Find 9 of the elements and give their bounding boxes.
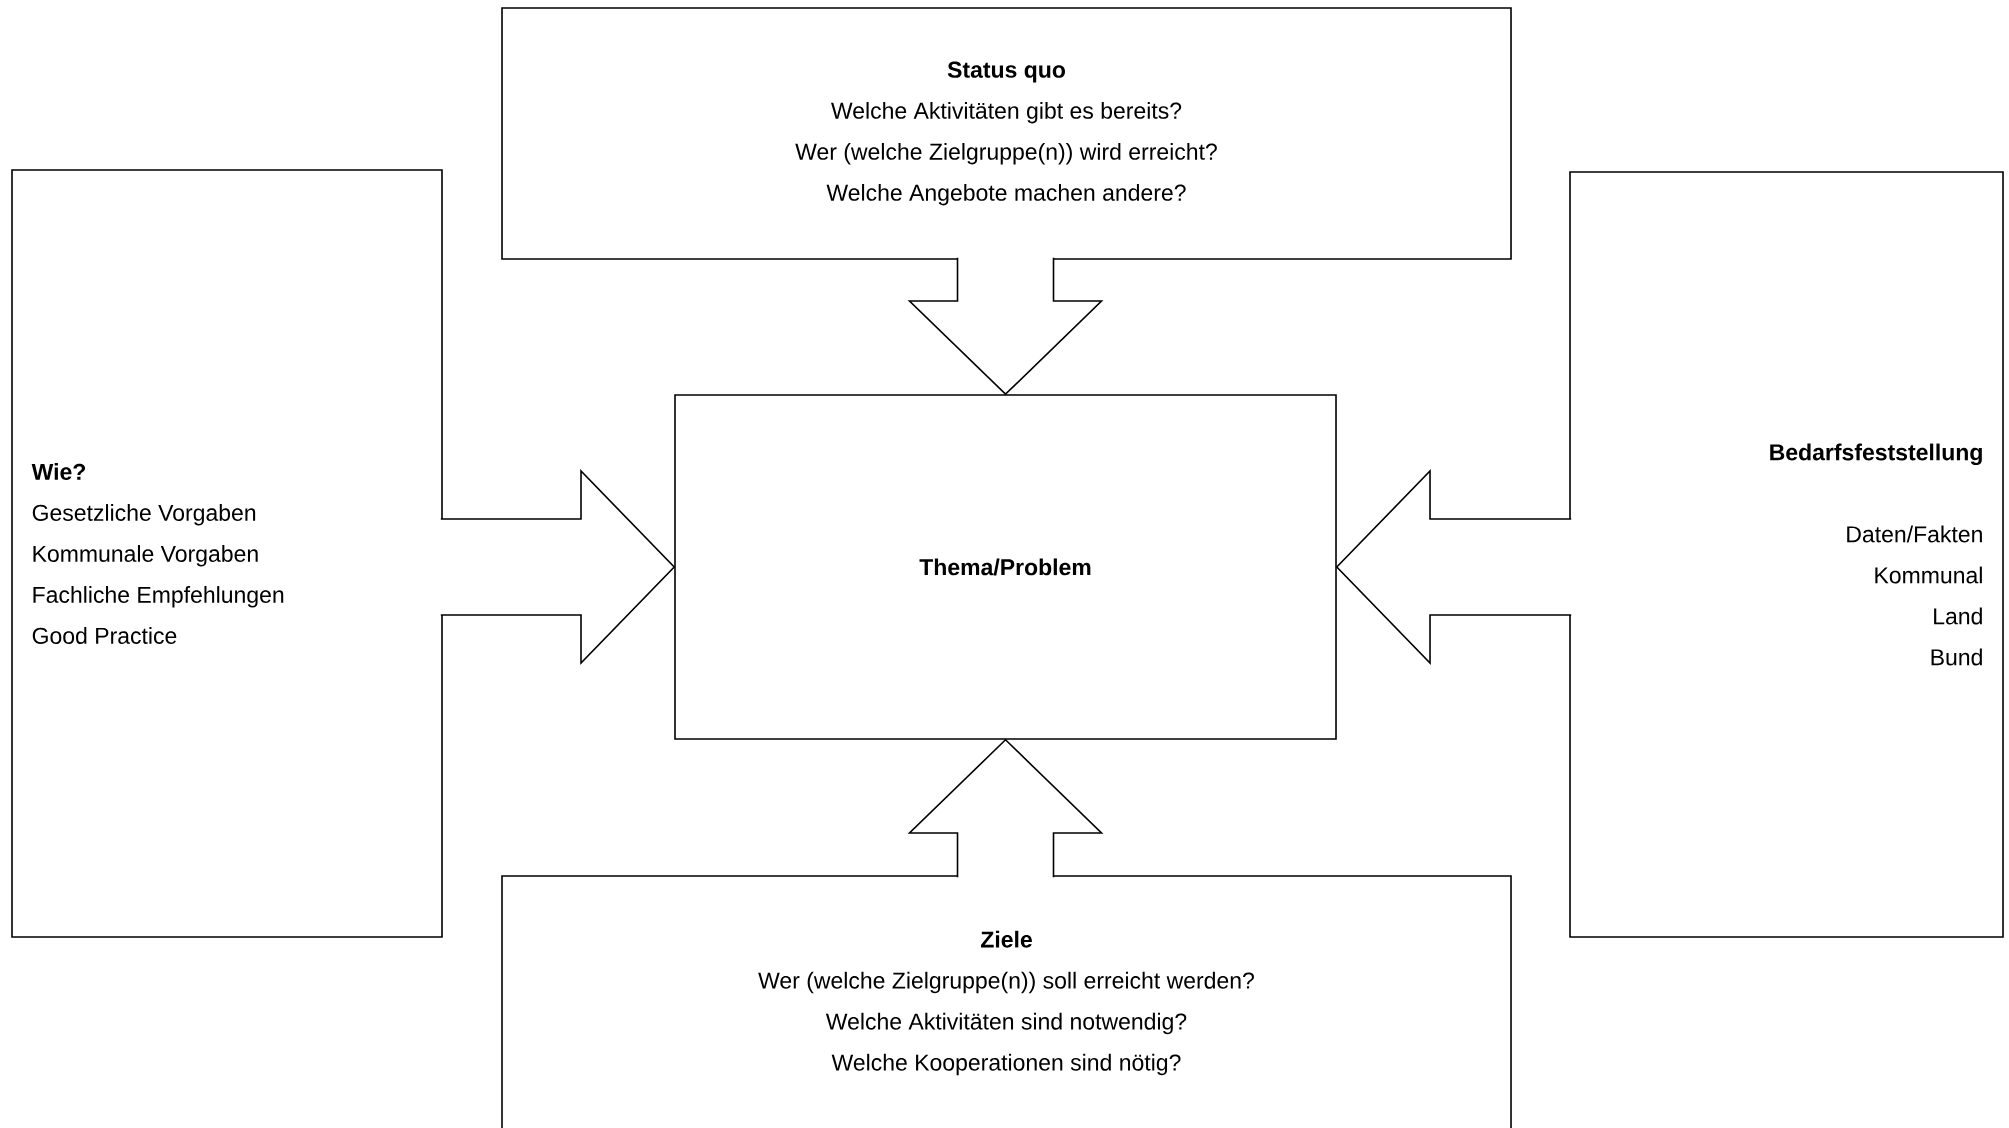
block-arrow: [1335, 469, 1572, 665]
block-arrow: [440, 469, 676, 665]
block-arrow: [907, 257, 1104, 396]
block-arrow: [907, 738, 1104, 878]
text-box: Thema/Problem: [674, 394, 1337, 740]
text-box: Status quo Welche Aktivitäten gibt es bereits? Wer (welche Zielgruppe(n)) wird erreicht? Welche Angebote machen andere?: [501, 7, 1512, 260]
text-box: Ziele Wer (welche Zielgruppe(n)) soll erreicht werden? Welche Aktivitäten sind notwendig? Welche Kooperationen sind nötig?: [501, 875, 1512, 1128]
text-box: Wie? Gesetzliche Vorgaben Kommunale Vorgaben Fachliche Empfehlungen Good Practice: [11, 169, 443, 938]
text-box: Bedarfsfeststellung Daten/Fakten Kommunal Land Bund: [1569, 171, 2004, 938]
